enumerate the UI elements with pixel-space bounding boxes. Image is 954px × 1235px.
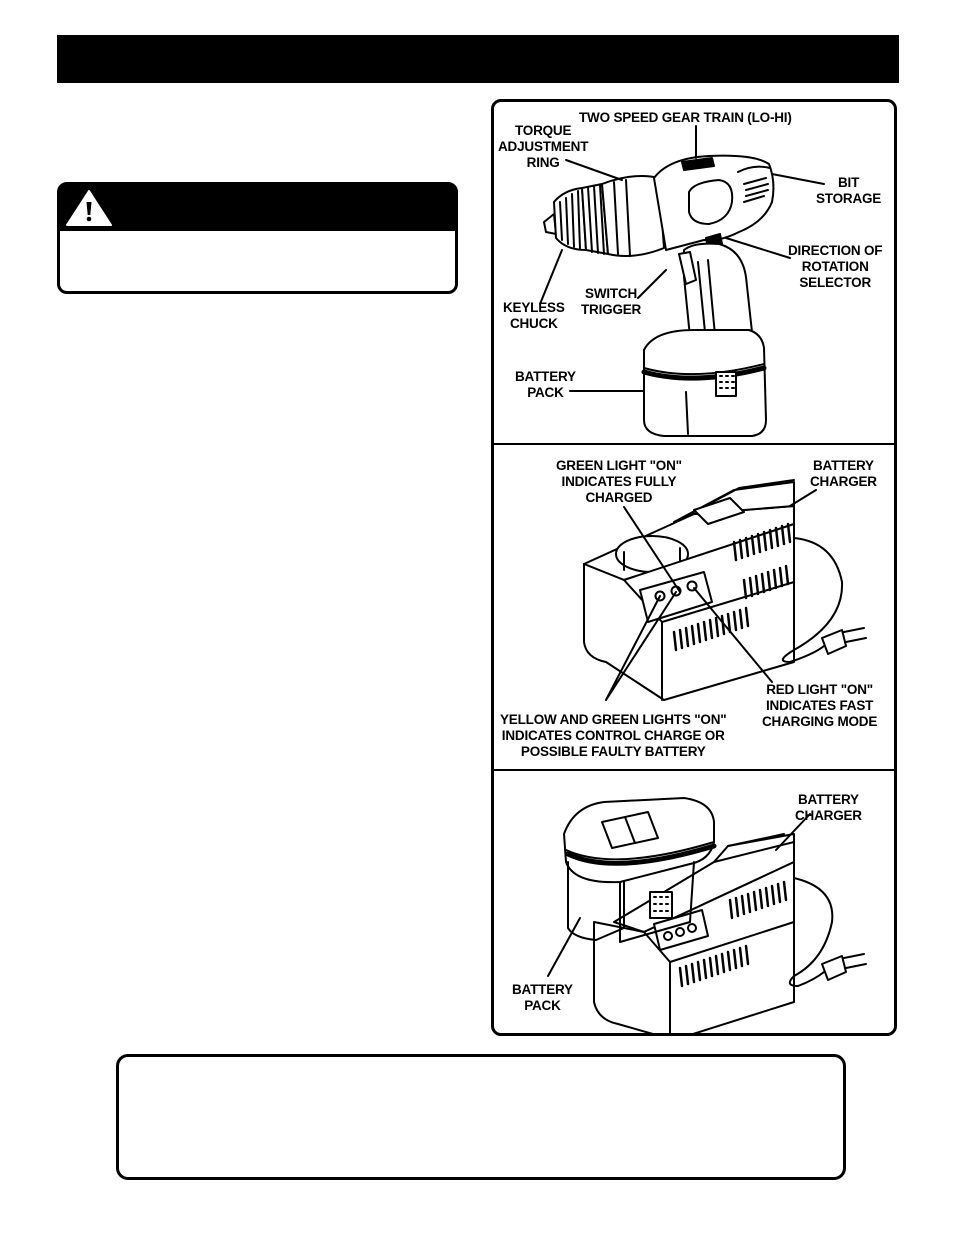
- label-switch-trigger: SWITCH TRIGGER: [581, 286, 642, 317]
- note-box: [116, 1054, 846, 1180]
- label-torque-adjustment-ring: TORQUE ADJUSTMENT RING: [498, 123, 589, 170]
- label-yellow-and-green-lights-on: YELLOW AND GREEN LIGHTS "ON" INDICATES C…: [500, 712, 727, 759]
- charger-illustration: [494, 102, 897, 1036]
- label-direction-of-rotation-selector: DIRECTION OF ROTATION SELECTOR: [788, 243, 883, 290]
- label-bit-storage: BIT STORAGE: [816, 175, 882, 206]
- panel-divider: [494, 769, 894, 771]
- warning-box: [57, 182, 458, 294]
- label-keyless-chuck: KEYLESS CHUCK: [503, 300, 565, 331]
- drill-illustration: [494, 102, 897, 1036]
- figure-box: TWO SPEED GEAR TRAIN (LO-HI) TORQUE ADJU…: [491, 99, 897, 1036]
- label-battery-charger: BATTERY CHARGER: [810, 458, 877, 489]
- warning-header: [60, 185, 455, 231]
- label-red-light-on: RED LIGHT "ON" INDICATES FAST CHARGING M…: [762, 682, 878, 729]
- label-green-light-on: GREEN LIGHT "ON" INDICATES FULLY CHARGED: [556, 458, 682, 505]
- pack-in-charger-illustration: [494, 102, 897, 1033]
- label-two-speed-gear-train: TWO SPEED GEAR TRAIN (LO-HI): [579, 110, 792, 125]
- label-battery-pack-2: BATTERY PACK: [512, 982, 573, 1013]
- header-bar: [57, 35, 899, 83]
- panel-divider: [494, 443, 894, 445]
- label-battery-charger-2: BATTERY CHARGER: [795, 792, 862, 823]
- label-battery-pack: BATTERY PACK: [515, 369, 576, 400]
- warning-triangle-icon: [66, 190, 112, 226]
